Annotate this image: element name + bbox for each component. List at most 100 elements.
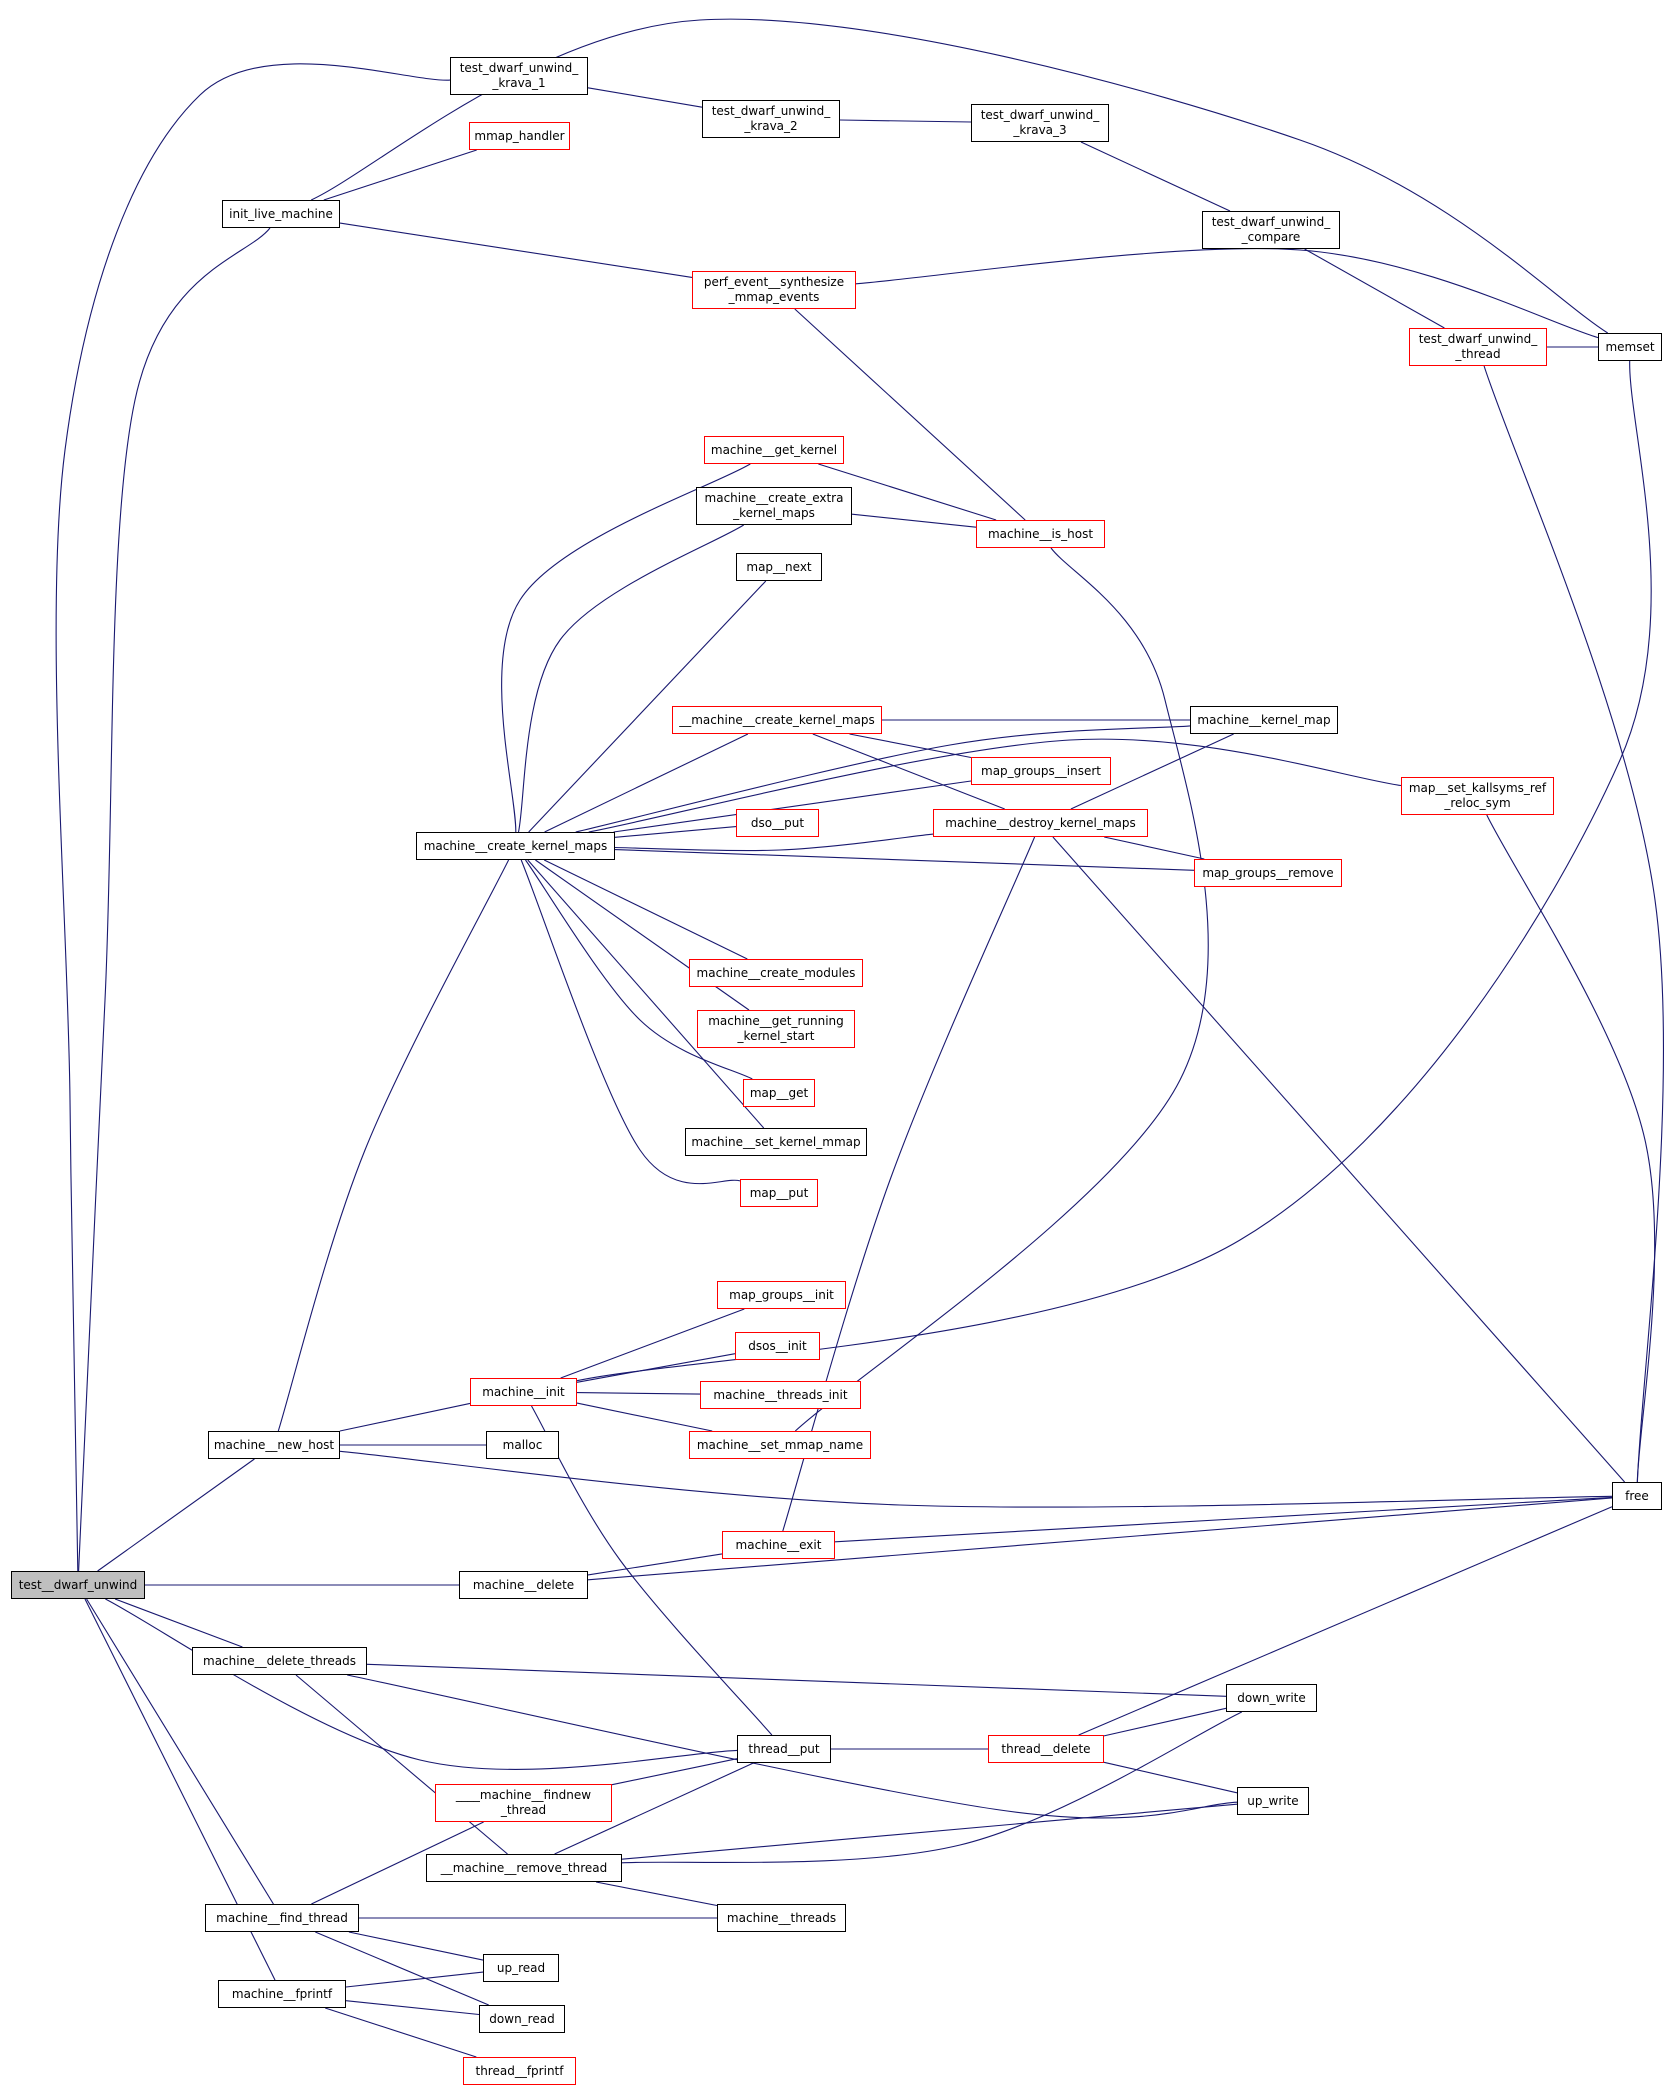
node-free[interactable]: free <box>1612 1482 1662 1510</box>
node-krava_2[interactable]: test_dwarf_unwind_ _krava_2 <box>702 100 840 138</box>
edge-mckm-to-machine_get_running_kernel_start <box>535 859 750 1011</box>
edge-init_live_machine-to-mmap_handler <box>323 149 477 201</box>
node-label: perf_event__synthesize _mmap_events <box>703 275 845 304</box>
node-findnew_thread[interactable]: ____machine__findnew _thread <box>435 1784 612 1822</box>
node-machine_get_running_kernel_start[interactable]: machine__get_running _kernel_start <box>697 1010 855 1048</box>
node-machine_new_host[interactable]: machine__new_host <box>208 1431 340 1459</box>
node-machine_create_extra_kernel_maps[interactable]: machine__create_extra _kernel_maps <box>696 487 852 525</box>
node-label: test_dwarf_unwind_ _krava_1 <box>459 61 579 90</box>
node-down_write[interactable]: down_write <box>1226 1684 1317 1712</box>
node-krava_1[interactable]: test_dwarf_unwind_ _krava_1 <box>450 57 588 95</box>
edge-mckm-to-map_set_kallsyms <box>588 738 1402 833</box>
edge-mckm-to-map_next <box>528 580 767 833</box>
node-map_put[interactable]: map__put <box>740 1179 818 1207</box>
node-thread_fprintf[interactable]: thread__fprintf <box>463 2057 576 2085</box>
node-machine_create_modules[interactable]: machine__create_modules <box>689 959 863 987</box>
node-label: thread__delete <box>1001 1741 1091 1756</box>
edge-test_dwarf_unwind-to-machine_delete_threads <box>114 1598 243 1648</box>
node-label: map_groups__init <box>729 1287 834 1302</box>
node-machine_delete_threads[interactable]: machine__delete_threads <box>192 1647 367 1675</box>
edge-machine_init-to-map_groups_init <box>560 1308 745 1379</box>
edge-machine_init-to-machine_threads_init <box>576 1392 701 1395</box>
node-map_set_kallsyms[interactable]: map__set_kallsyms_ref _reloc_sym <box>1401 777 1554 815</box>
node-map_groups_init[interactable]: map_groups__init <box>717 1281 846 1309</box>
node-label: mmap_handler <box>474 128 565 143</box>
edge-__mckm-to-map_groups_insert <box>849 733 972 759</box>
node-label: machine__destroy_kernel_maps <box>945 815 1136 830</box>
node-machine_find_thread[interactable]: machine__find_thread <box>205 1904 359 1932</box>
node-label: test__dwarf_unwind <box>18 1577 138 1592</box>
node-up_write[interactable]: up_write <box>1237 1787 1309 1815</box>
node-mmap_handler[interactable]: mmap_handler <box>469 122 570 150</box>
node-label: up_write <box>1247 1793 1299 1808</box>
node-tdu_thread[interactable]: test_dwarf_unwind_ _thread <box>1409 328 1547 366</box>
node-mckm[interactable]: machine__create_kernel_maps <box>416 832 615 860</box>
edge-machine_destroy_kernel_maps-to-machine_kernel_map <box>1070 733 1234 810</box>
node-label: machine__kernel_map <box>1197 712 1331 727</box>
edge-mckm-to-dso_put <box>614 826 737 838</box>
edge-machine_init-to-dsos_init <box>576 1353 736 1383</box>
node-dsos_init[interactable]: dsos__init <box>735 1332 820 1360</box>
node-label: free <box>1625 1488 1649 1503</box>
node-machine_init[interactable]: machine__init <box>470 1378 577 1406</box>
edge-perf_synth-to-memset <box>855 248 1599 339</box>
node-label: machine__init <box>482 1384 565 1399</box>
node-thread_put[interactable]: thread__put <box>737 1735 831 1763</box>
edge-machine_find_thread-to-down_read <box>315 1931 489 2006</box>
node-map_next[interactable]: map__next <box>736 553 822 581</box>
node-map_get[interactable]: map__get <box>743 1079 815 1107</box>
node-machine_set_mmap_name[interactable]: machine__set_mmap_name <box>689 1431 871 1459</box>
node-machine_threads[interactable]: machine__threads <box>717 1904 846 1932</box>
edge-machine_delete-to-machine_exit <box>587 1553 723 1576</box>
node-thread_delete[interactable]: thread__delete <box>988 1735 1104 1763</box>
node-perf_synth[interactable]: perf_event__synthesize _mmap_events <box>692 271 856 309</box>
node-label: up_read <box>496 1960 546 1975</box>
node-label: machine__create_modules <box>696 965 856 980</box>
node-label: down_write <box>1237 1690 1306 1705</box>
node-map_groups_insert[interactable]: map_groups__insert <box>971 757 1111 785</box>
node-krava_3[interactable]: test_dwarf_unwind_ _krava_3 <box>971 104 1109 142</box>
edge-mckm-to-machine_set_kernel_mmap <box>527 859 765 1129</box>
node-malloc[interactable]: malloc <box>486 1431 559 1459</box>
node-init_live_machine[interactable]: init_live_machine <box>222 200 340 228</box>
edge-test_dwarf_unwind-to-thread_put <box>105 1598 738 1770</box>
edge-map_set_kallsyms-to-free <box>1486 814 1656 1483</box>
node-down_read[interactable]: down_read <box>479 2005 565 2033</box>
node-label: machine__find_thread <box>216 1910 348 1925</box>
node-label: init_live_machine <box>229 206 333 221</box>
node-label: machine__create_kernel_maps <box>423 838 608 853</box>
node-machine_exit[interactable]: machine__exit <box>722 1531 835 1559</box>
node-label: thread__put <box>748 1741 820 1756</box>
edge-test_dwarf_unwind-to-machine_new_host <box>97 1458 255 1572</box>
edge-krava_2-to-krava_3 <box>839 119 972 123</box>
edge-machine_exit-to-free <box>834 1496 1613 1543</box>
node-machine_kernel_map[interactable]: machine__kernel_map <box>1190 706 1338 734</box>
node-label: down_read <box>489 2011 555 2026</box>
node-dso_put[interactable]: dso__put <box>736 809 819 837</box>
edge-machine_new_host-to-free <box>339 1450 1613 1508</box>
node-label: dso__put <box>750 815 805 830</box>
node-__mckm[interactable]: __machine__create_kernel_maps <box>672 706 882 734</box>
edge-machine_destroy_kernel_maps-to-free <box>1052 836 1626 1483</box>
node-map_groups_remove[interactable]: map_groups__remove <box>1194 859 1342 887</box>
node-compare[interactable]: test_dwarf_unwind_ _compare <box>1202 211 1340 249</box>
node-machine_fprintf[interactable]: machine__fprintf <box>218 1980 346 2008</box>
node-memset[interactable]: memset <box>1598 333 1662 361</box>
node-label: ____machine__findnew _thread <box>455 1788 592 1817</box>
node-machine_threads_init[interactable]: machine__threads_init <box>700 1381 861 1409</box>
edge-thread_delete-to-up_write <box>1103 1761 1238 1794</box>
node-label: machine__threads_init <box>713 1387 848 1402</box>
node-machine_delete[interactable]: machine__delete <box>459 1571 588 1599</box>
node-machine_is_host[interactable]: machine__is_host <box>976 520 1105 548</box>
node-up_read[interactable]: up_read <box>483 1954 559 1982</box>
edge-perf_synth-to-machine_is_host <box>794 308 1026 521</box>
edge-machine_find_thread-to-findnew_thread <box>311 1821 484 1905</box>
node-label: test_dwarf_unwind_ _krava_3 <box>980 108 1100 137</box>
node-machine_get_kernel[interactable]: machine__get_kernel <box>704 436 844 464</box>
node-machine_set_kernel_mmap[interactable]: machine__set_kernel_mmap <box>685 1128 867 1156</box>
node-remove_thread[interactable]: __machine__remove_thread <box>426 1854 622 1882</box>
node-machine_destroy_kernel_maps[interactable]: machine__destroy_kernel_maps <box>933 809 1148 837</box>
edge-init_live_machine-to-perf_synth <box>339 222 693 278</box>
